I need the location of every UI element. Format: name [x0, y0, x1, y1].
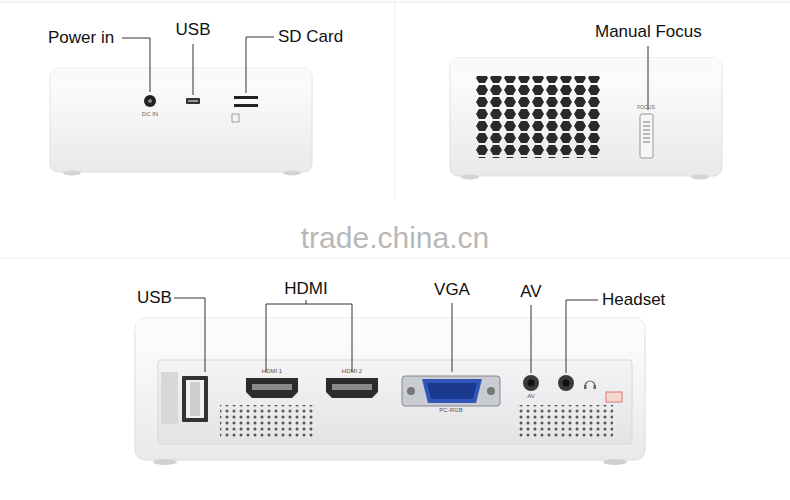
projector-rear	[135, 318, 645, 465]
port-marking: HDMI 1	[262, 368, 282, 375]
callout-label: AV	[520, 282, 541, 302]
watermark: trade.china.cn	[301, 220, 489, 256]
projector-side	[50, 68, 312, 176]
port-marking: FOCUS	[637, 104, 655, 110]
port-marking: DC IN	[142, 111, 158, 118]
projector-side-focus	[450, 58, 722, 180]
callout-label: HDMI	[284, 279, 327, 299]
callout-label: USB	[137, 288, 172, 308]
callout-label: USB	[176, 20, 211, 40]
leader-lines	[122, 37, 648, 373]
callout-label: SD Card	[278, 27, 343, 47]
callout-label: Power in	[48, 28, 114, 48]
port-marking: HDMI 2	[342, 368, 362, 375]
callout-label: Headset	[602, 290, 665, 310]
callout-label: Manual Focus	[595, 22, 702, 42]
port-marking: AV	[527, 393, 535, 400]
callout-label: VGA	[434, 280, 470, 300]
port-marking: PC-RGB	[439, 407, 462, 414]
